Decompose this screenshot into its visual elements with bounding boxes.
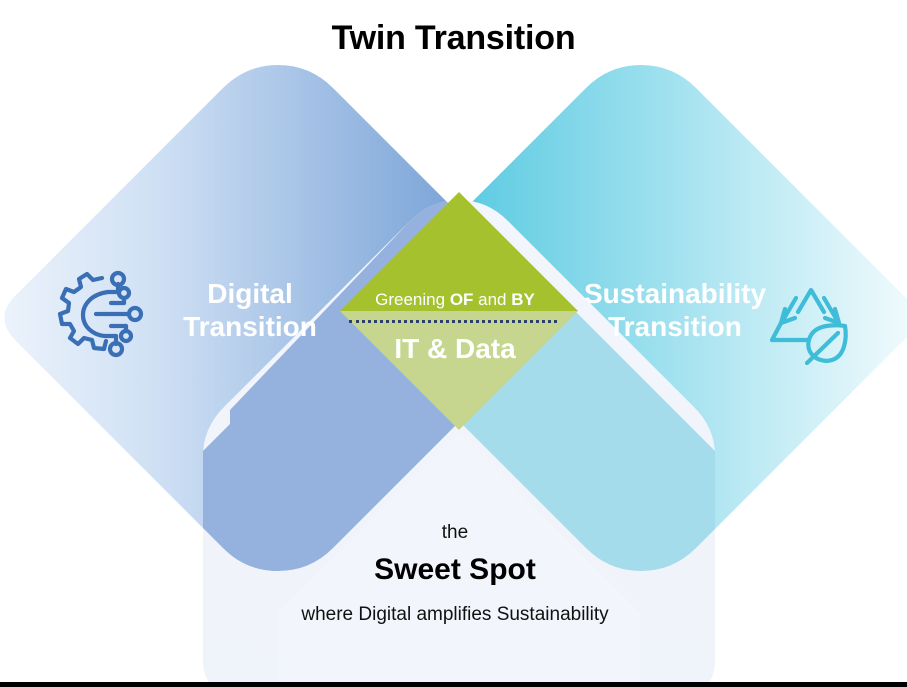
sweet-spot-title: Sweet Spot [374, 553, 536, 586]
green-top-half [340, 192, 578, 311]
center-text-and: and [473, 290, 512, 309]
left-lobe-label: Digital Transition [105, 277, 395, 343]
sweet-spot-subtitle: where Digital amplifies Sustainability [301, 604, 609, 625]
gear-circuit-icon [57, 270, 144, 358]
center-overlap-green [340, 192, 578, 430]
sweet-spot-line1: the [441, 522, 469, 543]
sweet-spot-wedge [278, 432, 640, 682]
center-text-by: BY [511, 290, 535, 309]
center-text-of: OF [449, 290, 474, 309]
center-top-text: Greening OF and BY [330, 290, 580, 310]
center-text-prefix: Greening [375, 290, 450, 309]
left-lobe-label-line1: Digital [207, 278, 293, 309]
left-lobe-label-line2: Transition [183, 311, 317, 343]
right-lobe-label-line1: Sustainability [583, 278, 767, 309]
green-bottom-half [340, 311, 578, 430]
page-title: Twin Transition [331, 19, 576, 57]
right-lobe-label-line2: Transition [608, 311, 742, 343]
right-lobe-label: Sustainability Transition [530, 277, 820, 343]
center-bottom-text: IT & Data [394, 333, 516, 364]
center-dotted-divider [349, 320, 557, 323]
recycle-leaf-icon [769, 287, 848, 366]
